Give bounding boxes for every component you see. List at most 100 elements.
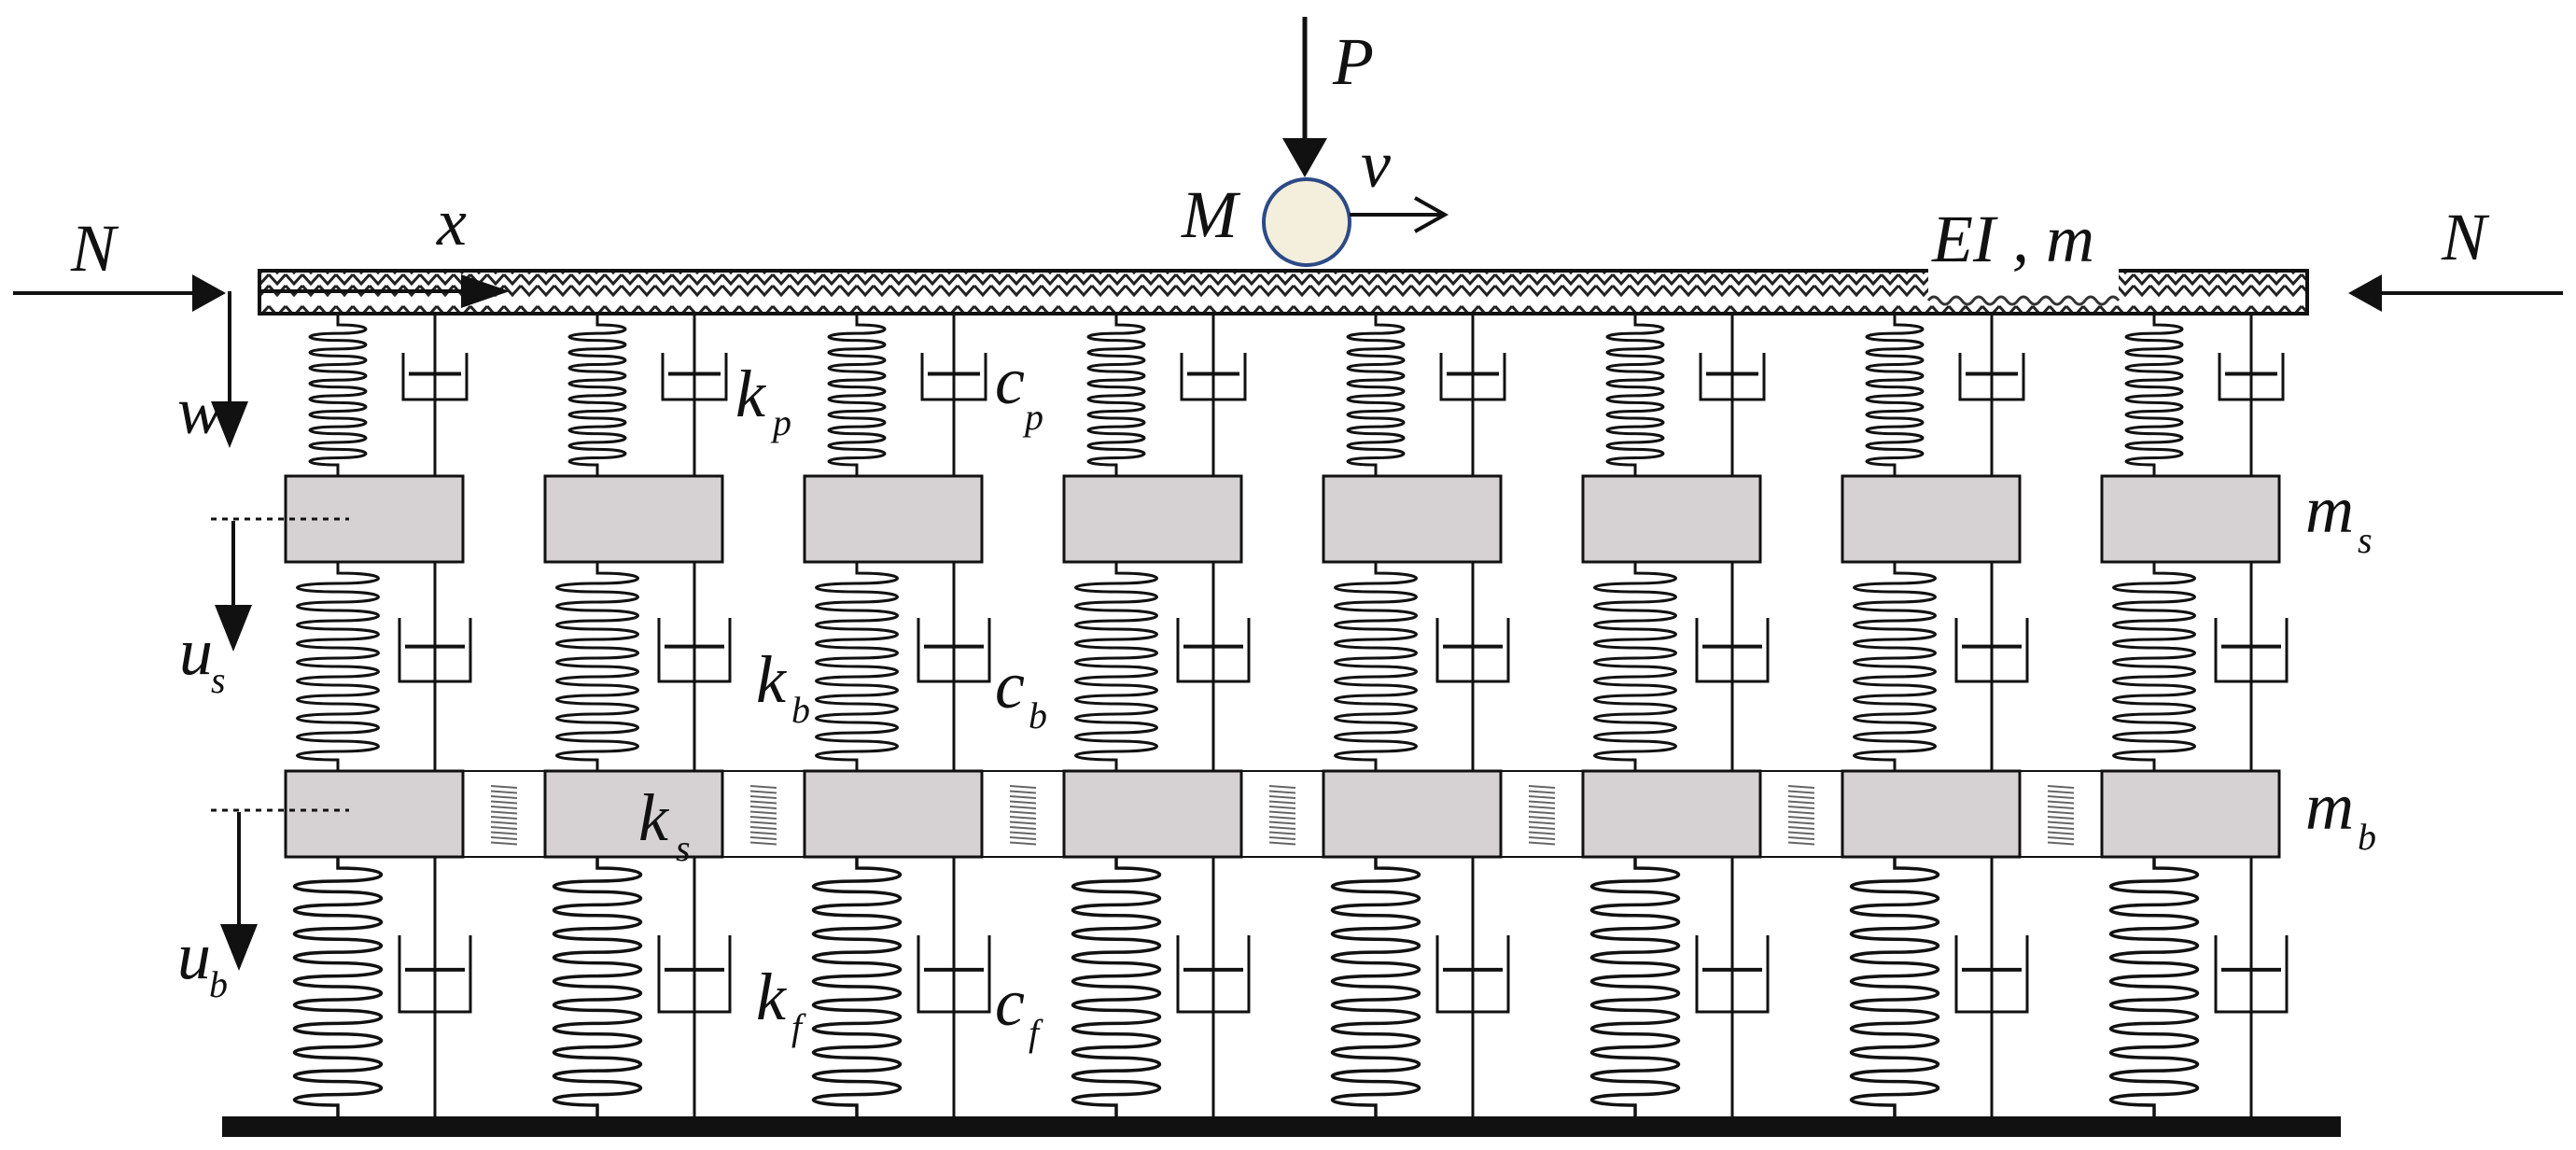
sleeper-disp-subscript: s	[211, 659, 226, 701]
pad-damper-cylinder	[2218, 353, 2285, 401]
sleeper-block	[543, 474, 724, 564]
ballast-block	[543, 769, 724, 859]
ballast-damper-cylinder	[1695, 618, 1770, 683]
shear-spring	[1787, 785, 1815, 846]
ballast-disp-arrowhead	[220, 924, 258, 971]
ballast-damper-cylinder	[1954, 618, 2029, 683]
x-axis-label: x	[436, 185, 467, 259]
foundation-damper-cylinder	[1176, 935, 1251, 1014]
ballast-mass-label: m	[2305, 769, 2354, 844]
shear-spring	[2047, 785, 2075, 846]
foundation-spring	[811, 857, 903, 1116]
ballast-damper-cylinder	[398, 618, 472, 683]
pad-damper-cylinder	[1958, 353, 2025, 401]
pad-damper-cylinder	[661, 353, 728, 401]
sleeper-block	[803, 474, 984, 564]
pad-damper-cylinder	[1439, 353, 1506, 401]
beam-label-gap-wave	[1926, 295, 2121, 306]
ballast-spring	[1074, 562, 1158, 771]
ballast-spring	[1853, 562, 1937, 771]
deflection-axis-arrowhead	[211, 401, 248, 448]
pad-spring	[1086, 314, 1146, 476]
sleeper-block	[2100, 474, 2281, 564]
deflection-label: w	[177, 373, 222, 448]
ballast-damper-cylinder	[1176, 618, 1251, 683]
ballast-damper-cylinder	[657, 618, 732, 683]
pad-spring	[2124, 314, 2184, 476]
ballast-spring	[815, 562, 899, 771]
ballast-disp-subscript: b	[209, 963, 228, 1005]
ballast-damper-cylinder	[1435, 618, 1510, 683]
pad-damping-subscript: p	[1022, 396, 1043, 438]
ground-plate	[222, 1116, 2341, 1137]
pad-stiffness-label: k	[735, 357, 767, 431]
shear-spring	[1528, 785, 1556, 846]
foundation-spring	[1330, 857, 1421, 1116]
sleeper-block	[1322, 474, 1503, 564]
foundation-damper-cylinder	[398, 935, 472, 1014]
ballast-block	[2100, 769, 2281, 859]
ballast-block	[803, 769, 984, 859]
foundation-stiffness-subscript: f	[791, 1006, 806, 1048]
ballast-block	[1062, 769, 1243, 859]
pad-spring	[567, 314, 627, 476]
axial-force-left-arrowhead	[192, 274, 226, 312]
sleeper-disp-label: u	[179, 614, 213, 689]
foundation-spring	[292, 857, 384, 1116]
ballast-block	[1322, 769, 1503, 859]
ballast-damper-cylinder	[2214, 618, 2289, 683]
ballast-damping-subscript: b	[1029, 694, 1047, 736]
ballast-stiffness-subscript: b	[791, 689, 810, 731]
foundation-stiffness-label: k	[756, 960, 788, 1034]
foundation-damper-cylinder	[1435, 935, 1510, 1014]
ballast-spring	[2112, 562, 2196, 771]
shear-stiffness-label: k	[638, 780, 670, 855]
pad-damping-label: c	[995, 344, 1025, 418]
shear-stiffness-subscript: s	[676, 827, 691, 869]
foundation-spring	[1071, 857, 1162, 1116]
ballast-mass-subscript: b	[2358, 816, 2376, 858]
pad-spring	[827, 314, 887, 476]
sleeper-block	[1841, 474, 2022, 564]
pad-spring	[1865, 314, 1925, 476]
ballast-spring	[296, 562, 380, 771]
pad-spring	[1605, 314, 1665, 476]
sleeper-block	[1062, 474, 1243, 564]
pad-stiffness-subscript: p	[770, 401, 791, 443]
sleeper-block	[1581, 474, 1762, 564]
ballast-stiffness-label: k	[756, 642, 788, 717]
foundation-damper-cylinder	[2214, 935, 2289, 1014]
beam-label-gap	[1928, 265, 2119, 299]
sleeper-mass-label: m	[2305, 472, 2354, 547]
axial-force-right-label: N	[2441, 200, 2490, 274]
ballast-damper-cylinder	[917, 618, 991, 683]
foundation-spring	[1589, 857, 1681, 1116]
foundation-spring	[552, 857, 643, 1116]
shear-spring	[1009, 785, 1037, 846]
ballast-block	[284, 769, 465, 859]
foundation-spring	[1849, 857, 1940, 1116]
ballast-damping-label: c	[995, 648, 1025, 722]
x-axis-arrowhead	[461, 274, 510, 308]
ballast-disp-label: u	[177, 919, 211, 993]
ballast-spring	[555, 562, 639, 771]
foundation-damping-subscript: f	[1029, 1012, 1043, 1054]
foundation-damping-label: c	[995, 965, 1025, 1040]
pad-damper-cylinder	[1180, 353, 1247, 401]
shear-spring	[490, 785, 518, 846]
velocity-label: v	[1361, 127, 1391, 202]
beam-label: EI , m	[1931, 202, 2094, 276]
moving-mass	[1262, 177, 1351, 267]
sleeper-disp-arrowhead	[215, 605, 252, 652]
moving-mass-label: M	[1181, 177, 1241, 252]
ballast-block	[1841, 769, 2022, 859]
pad-damper-cylinder	[401, 353, 469, 401]
foundation-damper-cylinder	[1695, 935, 1770, 1014]
load-label: P	[1332, 24, 1374, 99]
pad-spring	[1346, 314, 1406, 476]
pad-spring	[308, 314, 368, 476]
velocity-arrowhead	[1414, 196, 1449, 233]
load-arrowhead	[1282, 138, 1327, 177]
support-array	[284, 314, 2289, 1116]
